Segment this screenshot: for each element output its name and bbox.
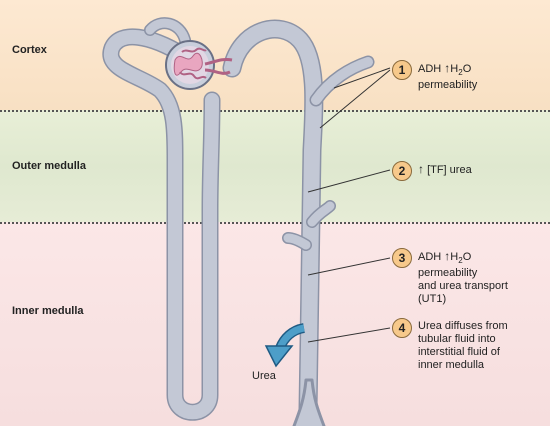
- callout-1-o: O: [462, 63, 472, 75]
- callout-2-text: [TF] urea: [427, 164, 472, 176]
- callout-1-h: H: [450, 63, 459, 75]
- callout-1-badge: 1: [392, 60, 412, 80]
- callout-3-line-3: and urea transport: [418, 280, 508, 293]
- medulla-divider: [0, 222, 550, 224]
- outer-medulla-zone: [0, 110, 550, 222]
- callout-3-o: O: [462, 251, 472, 263]
- callout-1: 1 ADH ↑H2O permeability: [392, 60, 477, 92]
- callout-3-sub: 2: [458, 256, 463, 266]
- inner-medulla-label: Inner medulla: [12, 305, 84, 317]
- up-arrow-icon: ↑: [444, 249, 451, 263]
- callout-1-sub: 2: [458, 68, 463, 78]
- up-arrow-icon: ↑: [444, 61, 451, 75]
- urea-label: Urea: [252, 370, 276, 382]
- callout-1-adh: ADH: [418, 63, 442, 75]
- outer-medulla-label: Outer medulla: [12, 160, 86, 172]
- callout-2-badge: 2: [392, 161, 412, 181]
- up-arrow-icon: ↑: [418, 162, 424, 176]
- callout-1-line-2: permeability: [418, 79, 478, 92]
- callout-3-line-4: (UT1): [418, 293, 447, 306]
- callout-4-line-1: Urea diffuses from: [418, 320, 508, 332]
- cortex-divider: [0, 110, 550, 112]
- callout-4: 4 Urea diffuses from tubular fluid into …: [392, 318, 508, 372]
- callout-4-line-4: inner medulla: [418, 359, 485, 371]
- collecting-duct-base: [292, 378, 326, 426]
- urea-arrow: [264, 323, 306, 368]
- callout-3-line-2: permeability: [418, 267, 478, 280]
- callout-3-badge: 3: [392, 248, 412, 268]
- callout-3-h: H: [450, 251, 459, 263]
- inner-medulla-zone: [0, 222, 550, 426]
- callout-4-line-3: interstitial fluid of: [418, 346, 500, 358]
- glomerulus: [165, 40, 233, 90]
- callout-3-adh: ADH: [418, 251, 442, 263]
- cortex-zone: [0, 0, 550, 110]
- callout-4-line-2: tubular fluid into: [418, 333, 496, 345]
- cortex-label: Cortex: [12, 44, 47, 56]
- callout-2: 2 ↑ [TF] urea: [392, 161, 472, 181]
- callout-4-badge: 4: [392, 318, 412, 338]
- callout-3: 3 ADH ↑H2O permeability and urea transpo…: [392, 248, 508, 306]
- leader-lines: [307, 67, 391, 343]
